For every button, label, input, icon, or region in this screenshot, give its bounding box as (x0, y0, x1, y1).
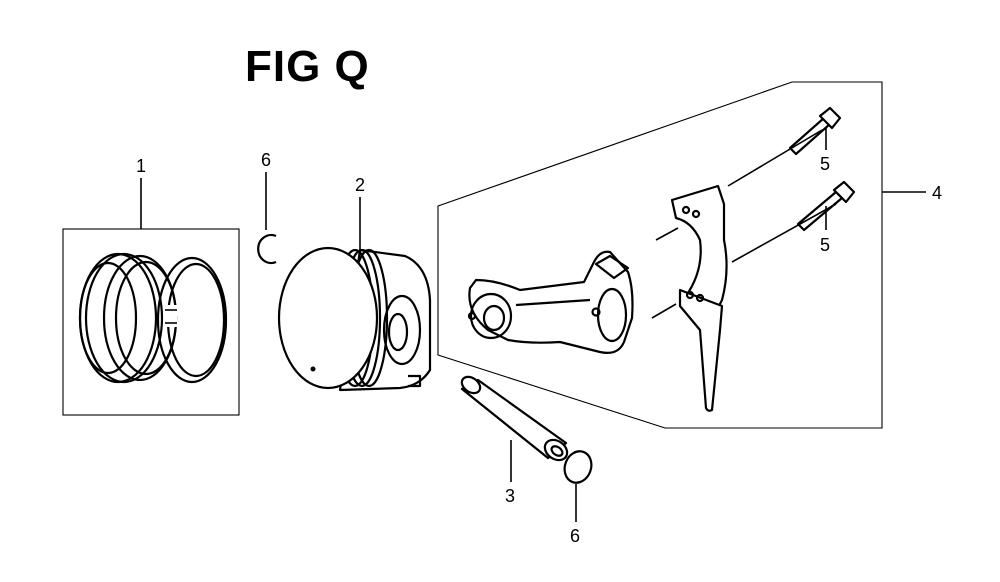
circlip-upper-group: 6 (257, 150, 277, 265)
piston (277, 246, 432, 392)
callout-3: 3 (505, 486, 515, 506)
callout-1: 1 (136, 156, 146, 176)
ring-set-box (62, 228, 240, 416)
piston-pin-group: 3 (460, 375, 569, 506)
callout-5-upper: 5 (820, 154, 830, 174)
callout-2: 2 (355, 175, 365, 195)
connecting-rod-cap (651, 184, 728, 412)
piston-rings (78, 252, 228, 384)
callout-5-lower: 5 (820, 235, 830, 255)
callout-6-upper: 6 (261, 150, 271, 170)
connecting-rod (467, 250, 634, 354)
connecting-rod-assembly-box (437, 81, 883, 429)
circlip-lower (563, 450, 593, 484)
circlip-lower-group: 6 (563, 450, 593, 546)
piston-group: 2 (277, 175, 432, 392)
bolt-lower (731, 180, 856, 263)
bolt-upper (727, 106, 842, 187)
callout-6-lower: 6 (570, 526, 580, 546)
connecting-rod-assembly-group: 4 (437, 81, 942, 429)
circlip-upper (257, 233, 277, 265)
callout-4: 4 (932, 183, 942, 203)
piston-ring-set-group: 1 (62, 156, 240, 416)
figure-title: FIG Q (245, 42, 370, 91)
